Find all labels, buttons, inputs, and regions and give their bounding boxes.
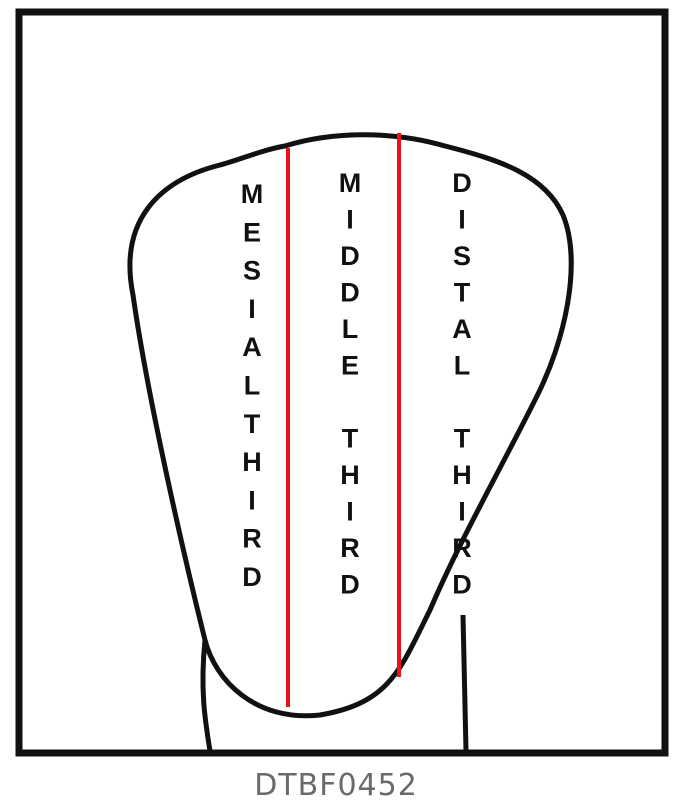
distal-label-letter: D [452,168,472,198]
middle-label-letter: H [340,460,360,490]
distal-label-letter: D [452,570,472,600]
mesial-label-letter: S [243,256,261,286]
mesial-label-letter: H [242,447,262,477]
mesial-label-letter: D [242,562,262,592]
middle-label-letter: D [340,241,360,271]
middle-label-letter: T [342,424,359,454]
mesial-label-letter: E [243,217,261,247]
distal-label-letter: S [453,241,471,271]
distal-label-letter: A [452,314,472,344]
distal-label-letter: T [454,278,471,308]
mesial-label-letter: I [248,485,256,515]
middle-label-letter: E [341,351,359,381]
mesial-label-letter: I [248,294,256,324]
image-frame [19,12,665,753]
distal-label-letter: R [452,533,472,563]
mesial-label-letter: T [244,409,261,439]
root-outline-right [463,615,466,751]
image-code-label: DTBF0452 [254,768,418,803]
distal-label-letter: L [454,351,471,381]
middle-label-letter: I [346,497,354,527]
middle-label-letter: R [340,533,360,563]
middle-label-letter: M [339,168,362,198]
mesial-label-letter: L [244,371,261,401]
mesial-label-letter: M [241,179,264,209]
distal-label-letter: I [458,205,466,235]
middle-label-letter: I [346,205,354,235]
mesial-label-letter: A [242,332,262,362]
mesial-label-letter: R [242,524,262,554]
distal-label-letter: T [454,424,471,454]
middle-label-letter: D [340,570,360,600]
middle-label-letter: L [342,314,359,344]
middle-label-letter: D [340,278,360,308]
distal-label-letter: I [458,497,466,527]
distal-label-letter: H [452,460,472,490]
